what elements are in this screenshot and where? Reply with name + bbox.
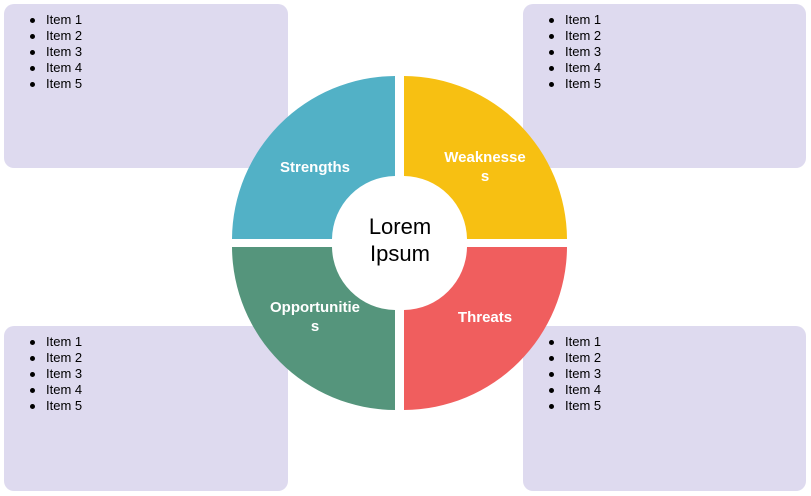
weaknesses-label: Weaknesses (444, 149, 526, 185)
center-title-line-2: Ipsum (370, 241, 430, 266)
list-item: Item 3 (546, 44, 601, 60)
top-right-item-list: Item 1 Item 2 Item 3 Item 4 Item 5 (546, 12, 601, 92)
bottom-right-info-box: Item 1 Item 2 Item 3 Item 4 Item 5 (523, 326, 806, 491)
threats-label: Threats (457, 309, 513, 326)
list-item: Item 1 (546, 12, 601, 28)
top-left-item-list: Item 1 Item 2 Item 3 Item 4 Item 5 (27, 12, 82, 92)
bottom-left-item-list: Item 1 Item 2 Item 3 Item 4 Item 5 (27, 334, 82, 414)
bottom-left-info-box: Item 1 Item 2 Item 3 Item 4 Item 5 (4, 326, 288, 491)
strengths-segment (232, 76, 395, 239)
list-item: Item 1 (27, 12, 82, 28)
list-item: Item 4 (546, 60, 601, 76)
strengths-label: Strengths (279, 159, 350, 176)
list-item: Item 1 (546, 334, 601, 350)
bottom-right-item-list: Item 1 Item 2 Item 3 Item 4 Item 5 (546, 334, 601, 414)
list-item: Item 4 (27, 382, 82, 398)
list-item: Item 3 (27, 366, 82, 382)
list-item: Item 2 (546, 28, 601, 44)
list-item: Item 2 (27, 350, 82, 366)
center-title: Lorem Ipsum (340, 213, 460, 267)
list-item: Item 3 (27, 44, 82, 60)
opportunities-segment (232, 247, 395, 410)
list-item: Item 4 (546, 382, 601, 398)
list-item: Item 1 (27, 334, 82, 350)
center-circle (335, 179, 464, 307)
opportunities-label: Opportunities (270, 299, 360, 335)
top-right-info-box: Item 1 Item 2 Item 3 Item 4 Item 5 (523, 4, 806, 168)
weaknesses-segment (404, 76, 567, 239)
list-item: Item 5 (27, 398, 82, 414)
list-item: Item 5 (546, 398, 601, 414)
list-item: Item 4 (27, 60, 82, 76)
list-item: Item 5 (546, 76, 601, 92)
threats-segment (404, 247, 567, 410)
list-item: Item 3 (546, 366, 601, 382)
center-title-line-1: Lorem (368, 214, 432, 239)
list-item: Item 2 (546, 350, 601, 366)
top-left-info-box: Item 1 Item 2 Item 3 Item 4 Item 5 (4, 4, 288, 168)
list-item: Item 2 (27, 28, 82, 44)
list-item: Item 5 (27, 76, 82, 92)
